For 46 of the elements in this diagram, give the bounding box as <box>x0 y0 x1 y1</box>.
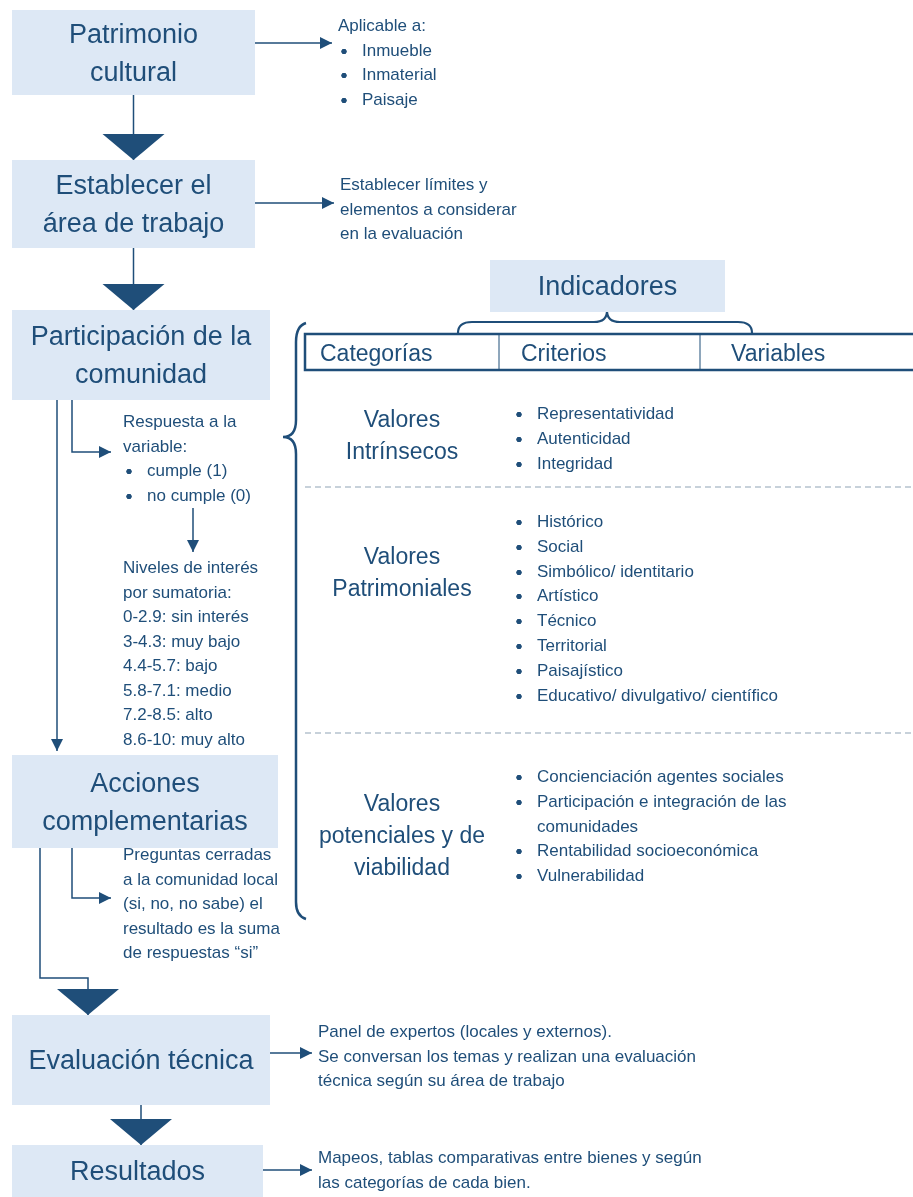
note-text: Mapeos, tablas comparativas entre bienes y según las categorías de cada bien. <box>318 1147 703 1194</box>
arrow <box>262 1164 313 1176</box>
box-label: Establecer el área de trabajo <box>41 169 226 240</box>
process-box <box>12 1145 263 1197</box>
chevron-arrow <box>102 94 165 161</box>
note-text: 8.6-10: muy alto <box>123 728 246 751</box>
box-label: Patrimonio cultural <box>67 17 200 89</box>
note-text: Preguntas cerradas a la comunidad local (si, no, no sabe) el resultado es la suma de respuestas “si” <box>123 844 281 964</box>
category-label: Valores potenciales y de viabilidad <box>317 789 487 882</box>
note-text: Se conversan los temas y realizan una evaluación técnica según su área de trabajo <box>318 1045 697 1092</box>
arrow <box>254 197 335 209</box>
arrow <box>51 399 63 752</box>
process-box <box>12 755 278 848</box>
category-label: Valores Intrínsecos <box>344 405 460 466</box>
column-header: Variables <box>731 339 826 368</box>
note-text: 0-2.9: sin interés <box>123 606 250 628</box>
category-label: Valores Patrimoniales <box>331 542 473 603</box>
process-box <box>12 160 255 248</box>
column-header: Criterios <box>521 339 607 368</box>
arrow <box>71 847 112 904</box>
process-box <box>12 10 255 95</box>
arrow <box>254 37 333 49</box>
note-text: 7.2-8.5: alto <box>123 704 214 726</box>
box-label: Evaluación técnica <box>28 1044 254 1077</box>
note-text: 3-4.3: muy bajo <box>123 630 242 653</box>
process-box <box>12 1015 270 1105</box>
arrow <box>187 507 199 553</box>
note-text: Establecer límites y elementos a considerar en la evaluación <box>340 174 518 245</box>
note-text: Panel de expertos (locales y externos). <box>318 1021 613 1043</box>
arrow <box>71 399 112 458</box>
process-box <box>12 310 270 400</box>
chevron-arrow <box>110 1104 172 1146</box>
chevron-arrow <box>102 247 165 311</box>
box-label: Indicadores <box>537 270 678 303</box>
column-header: Categorías <box>320 339 433 368</box>
arrow <box>269 1047 313 1059</box>
note-text: Aplicable a: <box>338 15 427 37</box>
process-box <box>490 260 725 312</box>
note-text: Niveles de interés por sumatoria: <box>123 557 260 604</box>
box-label: Participación de la comunidad <box>29 320 253 391</box>
note-text: Respuesta a la variable: <box>123 411 238 458</box>
note-text: 5.8-7.1: medio <box>123 679 233 702</box>
chevron-arrow <box>39 847 119 1016</box>
box-label: Acciones complementarias <box>41 766 249 838</box>
box-label: Resultados <box>69 1155 206 1188</box>
note-text: 4.4-5.7: bajo <box>123 655 219 677</box>
